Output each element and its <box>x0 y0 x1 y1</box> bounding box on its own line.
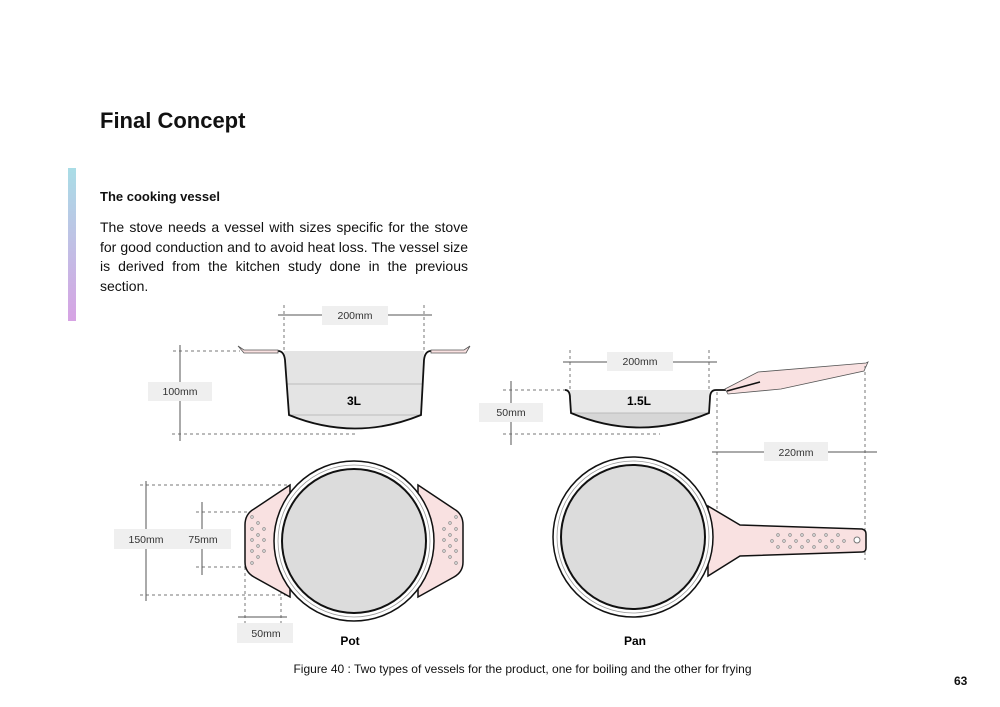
pan-handle-length-label: 220mm <box>778 447 813 459</box>
pot-side-view: 200mm 100mm 3L <box>148 305 471 441</box>
figure-caption: Figure 40 : Two types of vessels for the… <box>293 662 752 676</box>
section-heading: The cooking vessel <box>100 189 220 204</box>
pot-handle-span-label: 150mm <box>128 534 163 546</box>
pan-label: Pan <box>624 634 646 648</box>
pot-handle-dots-left <box>250 515 266 565</box>
pan-handle-dots <box>770 533 846 549</box>
accent-bar <box>68 168 76 321</box>
body-paragraph: The stove needs a vessel with sizes spec… <box>100 219 468 295</box>
page-title: Final Concept <box>100 108 246 133</box>
pan-top-view: Pan <box>552 456 867 648</box>
pot-handle-inner-label: 75mm <box>188 534 217 546</box>
page-number: 63 <box>954 674 968 688</box>
pot-handle-depth-label: 50mm <box>251 628 280 640</box>
pan-side-view: 200mm 50mm 1.5L 220mm <box>479 350 877 560</box>
pan-height-label: 50mm <box>496 407 525 419</box>
pot-capacity-label: 3L <box>347 394 361 408</box>
pan-width-label: 200mm <box>622 356 657 368</box>
pot-width-label: 200mm <box>337 310 372 322</box>
pot-handle-dots-right <box>442 515 458 565</box>
pan-capacity-label: 1.5L <box>627 394 651 408</box>
pot-height-label: 100mm <box>162 386 197 398</box>
pot-top-view: 150mm 75mm 50mm Pot <box>114 460 464 648</box>
pot-label: Pot <box>340 634 359 648</box>
